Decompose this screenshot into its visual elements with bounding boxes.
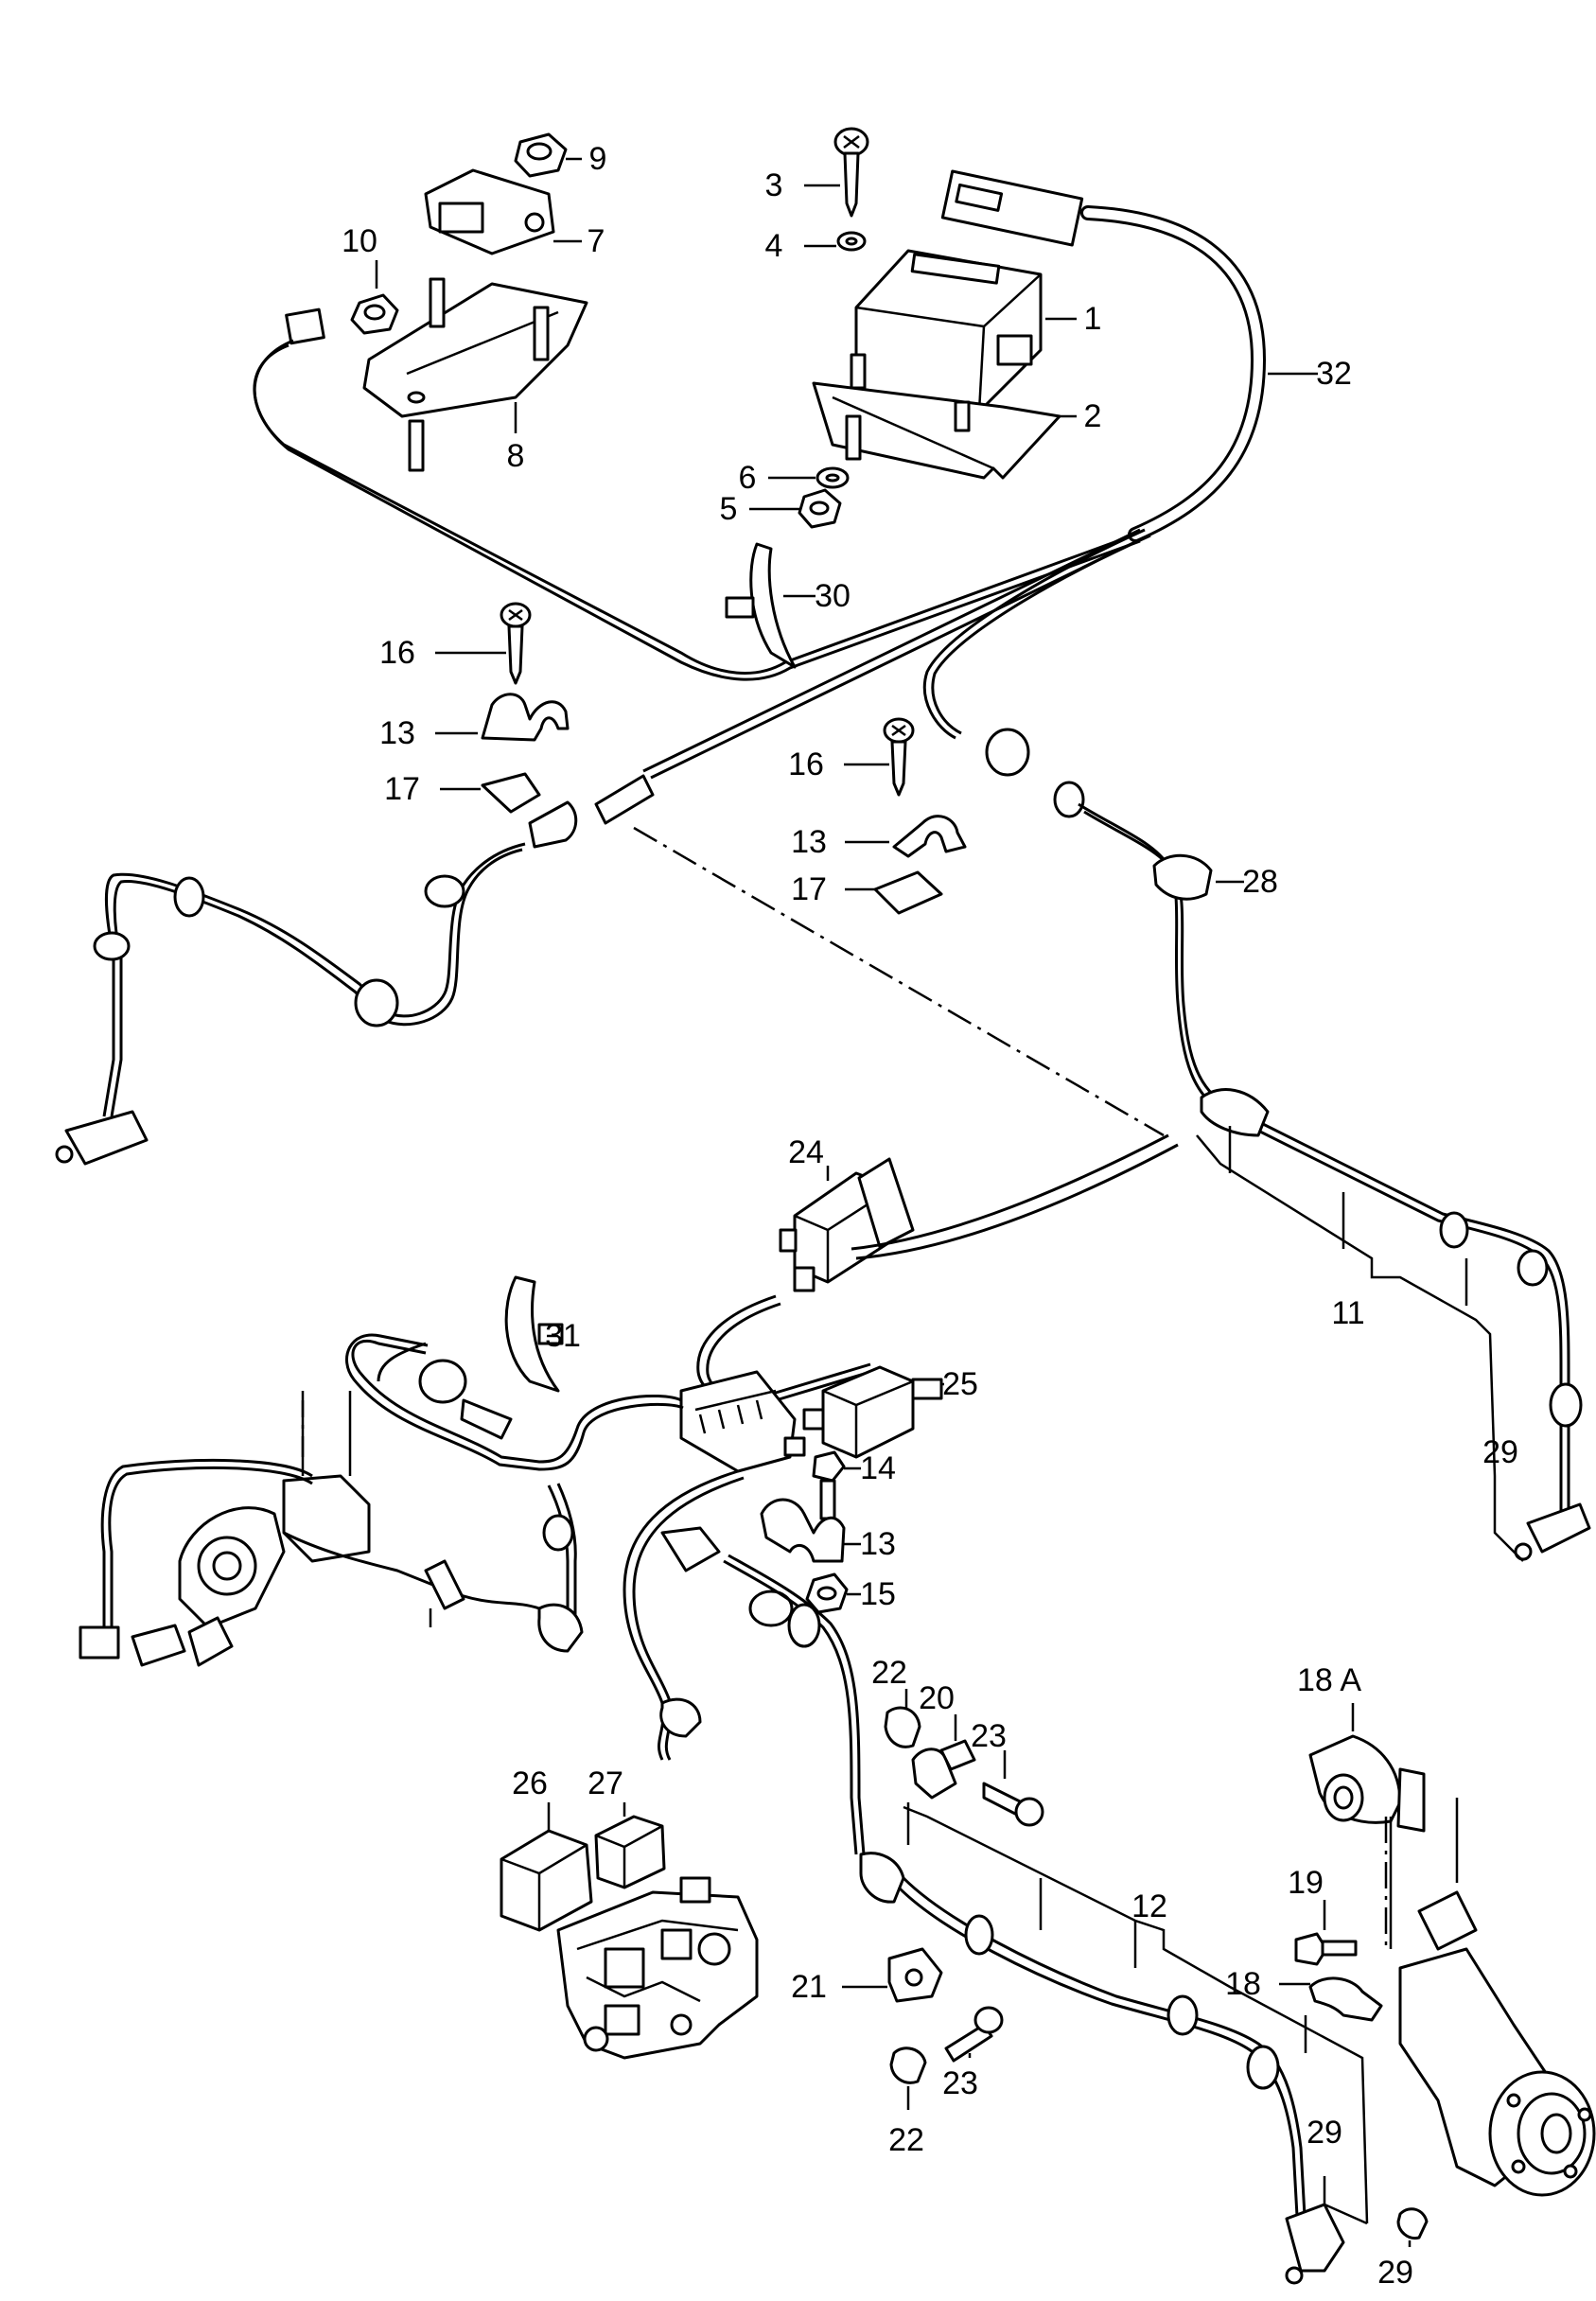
callout-c18a: 18 A xyxy=(1297,1662,1361,1698)
screw-part-23-upper xyxy=(982,1750,1044,1827)
clip-part-21 xyxy=(842,1947,943,2003)
sensor-cable-left-rear xyxy=(345,1333,684,1471)
harness-part-32 xyxy=(940,169,1318,542)
relay-part-27 xyxy=(594,1802,666,1889)
clip-part-20 xyxy=(911,1714,976,1800)
callout-c9: 9 xyxy=(589,141,607,177)
plate-part-8 xyxy=(362,277,588,472)
screw-part-23-lower xyxy=(944,2006,1004,2063)
callout-c13c: 13 xyxy=(860,1526,896,1562)
callout-c14: 14 xyxy=(860,1450,896,1486)
callout-c13b: 13 xyxy=(791,824,827,860)
cable-tie-part-30 xyxy=(725,542,816,669)
callout-c32: 32 xyxy=(1316,356,1352,392)
screw-part-16-left xyxy=(435,602,532,685)
callout-c16b: 16 xyxy=(788,747,824,782)
callout-c29c: 29 xyxy=(1377,2255,1413,2291)
hydraulic-unit xyxy=(556,1697,759,2060)
callout-c29b: 29 xyxy=(1307,2115,1342,2151)
clip-part-13-lower xyxy=(760,1498,861,1563)
callout-c11: 11 xyxy=(1331,1295,1364,1331)
washer-part-6 xyxy=(768,414,862,489)
grommet-part-22-upper xyxy=(884,1689,921,1748)
cable-tie-part-31 xyxy=(504,1275,564,1393)
nut-part-15 xyxy=(805,1572,861,1614)
bracket-12-29-lower xyxy=(903,1802,1369,2225)
bolt-part-14 xyxy=(812,1450,861,1520)
callout-c7: 7 xyxy=(588,223,605,259)
clip-part-18 xyxy=(1279,1976,1383,2022)
callout-c23a: 23 xyxy=(971,1718,1007,1754)
callout-c19: 19 xyxy=(1288,1865,1324,1901)
callout-c12: 12 xyxy=(1131,1888,1167,1924)
callout-c22b: 22 xyxy=(888,2122,924,2158)
callout-c8: 8 xyxy=(507,438,525,474)
callout-c17b: 17 xyxy=(791,871,827,907)
clip-part-13-right xyxy=(845,815,967,858)
sensor-cable-right-rear xyxy=(623,1469,1345,2285)
tray-part-2 xyxy=(812,353,1077,480)
grommet-part-22-lower xyxy=(889,2046,927,2110)
relay-part-25 xyxy=(802,1365,944,1459)
nut-part-5 xyxy=(749,488,842,529)
callout-c6: 6 xyxy=(739,460,757,496)
callout-c16a: 16 xyxy=(379,635,415,671)
bracket-11-29-right xyxy=(1196,1126,1524,1562)
nut-part-9 xyxy=(514,132,582,178)
clip-part-13-left xyxy=(435,693,570,742)
callout-c17a: 17 xyxy=(384,771,420,807)
screw-part-16-right xyxy=(844,717,915,797)
sensor-cable-left-front xyxy=(55,774,655,1166)
clip-part-17-right xyxy=(845,870,943,915)
callout-c27: 27 xyxy=(588,1765,623,1801)
callout-c25: 25 xyxy=(942,1366,978,1402)
sensor-part-18a xyxy=(1308,1703,1426,1833)
bracket-part-7 xyxy=(424,168,582,255)
relay-part-26 xyxy=(500,1802,593,1932)
clip-part-17-left xyxy=(440,772,541,814)
leader-line-11-top xyxy=(633,826,1165,1137)
callout-c3: 3 xyxy=(765,167,783,203)
callout-c28: 28 xyxy=(1242,864,1278,900)
callout-c18: 18 xyxy=(1225,1966,1261,2002)
callout-c20: 20 xyxy=(919,1680,955,1716)
screw-part-3 xyxy=(804,127,869,218)
callout-c2: 2 xyxy=(1084,398,1102,434)
callout-c10: 10 xyxy=(342,223,377,259)
callout-c5: 5 xyxy=(720,491,738,527)
wheel-hub-right-rear xyxy=(1389,1798,1596,2247)
callout-c30: 30 xyxy=(815,578,851,614)
callout-c1: 1 xyxy=(1084,301,1102,337)
relay-part-24 xyxy=(779,1157,915,1292)
callout-c13a: 13 xyxy=(379,715,415,751)
callout-c23b: 23 xyxy=(942,2065,978,2101)
brake-assembly-left-rear xyxy=(79,1391,584,1667)
connector-left-top xyxy=(285,307,325,345)
bolt-part-19 xyxy=(1294,1900,1358,1966)
callout-c24: 24 xyxy=(788,1134,824,1170)
sensor-cable-right-front xyxy=(985,728,1591,1561)
callout-c21: 21 xyxy=(791,1969,827,2005)
callout-c22a: 22 xyxy=(871,1655,907,1691)
nut-part-10 xyxy=(350,260,399,335)
callout-c31: 31 xyxy=(545,1318,581,1354)
callout-c4: 4 xyxy=(765,228,783,264)
connector-block-center xyxy=(679,1370,806,1473)
control-unit-part-1 xyxy=(854,249,1077,413)
callout-c15: 15 xyxy=(860,1576,896,1612)
callout-c29a: 29 xyxy=(1482,1434,1518,1470)
washer-part-4 xyxy=(804,231,867,252)
callout-c26: 26 xyxy=(512,1765,548,1801)
